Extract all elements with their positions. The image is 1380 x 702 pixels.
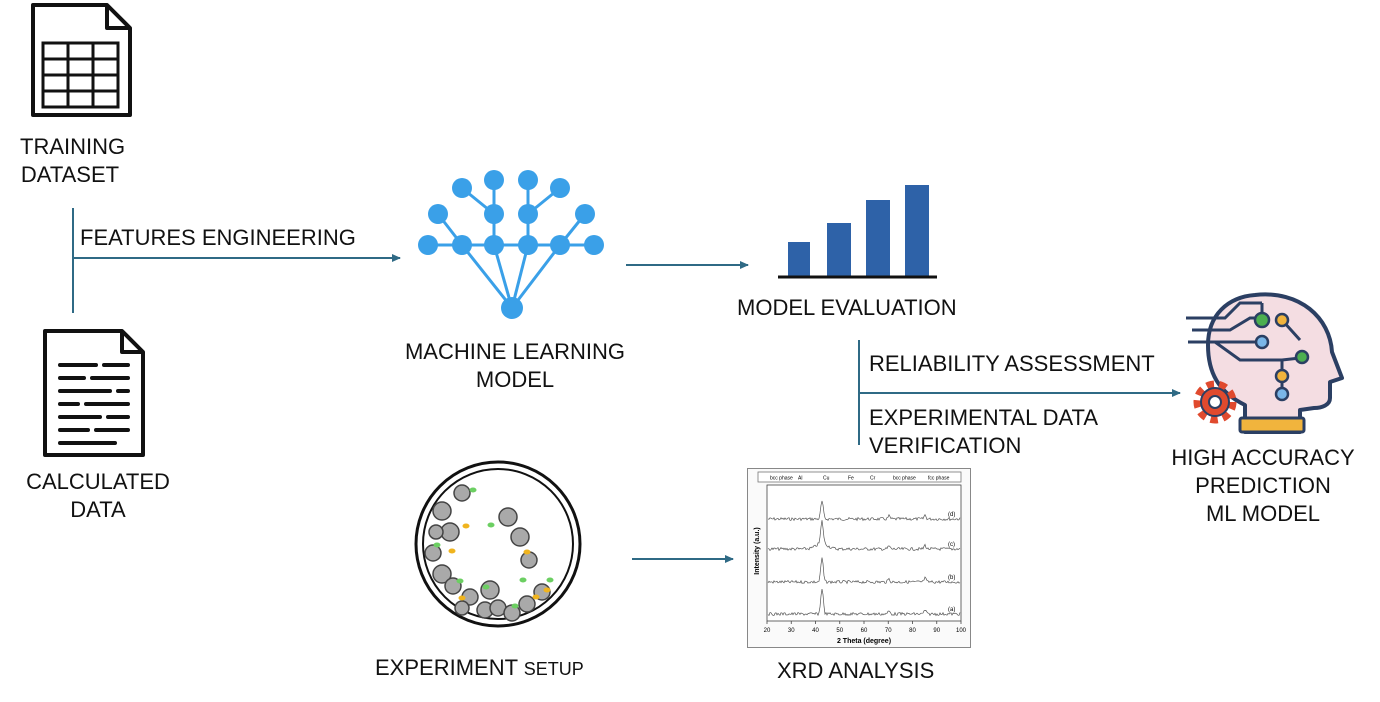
- xrd-legend-item: Cr: [870, 476, 876, 482]
- xrd-legend-item: Al: [798, 476, 802, 482]
- xrd-x-tick-label: 80: [909, 628, 916, 634]
- evaluation-to-prediction-connector: [858, 340, 1181, 445]
- experiment-setup-label: EXPERIMENT SETUP: [375, 654, 584, 683]
- xrd-x-tick-label: 90: [933, 628, 940, 634]
- xrd-x-tick-label: 50: [836, 628, 843, 634]
- training-dataset-line2: DATASET: [20, 162, 120, 187]
- xrd-trace-labels: (d) (c) (b) (a): [948, 512, 955, 613]
- xrd-trace-label: (a): [948, 607, 955, 613]
- ml-model-line1: MACHINE LEARNING: [404, 339, 626, 364]
- experimental-verification-label: EXPERIMENTAL DATA VERIFICATION: [869, 404, 1098, 460]
- xrd-x-tick-label: 100: [956, 628, 967, 634]
- calculated-data-line2: DATA: [70, 497, 126, 522]
- ml-model-label: MACHINE LEARNING MODEL: [380, 338, 650, 394]
- xrd-legend: bcc phase Al Cu Fe Cr bcc phase fcc phase: [770, 476, 950, 482]
- xrd-legend-item: Cu: [823, 476, 830, 482]
- model-evaluation-label: MODEL EVALUATION: [737, 295, 957, 320]
- xrd-legend-item: fcc phase: [928, 476, 950, 482]
- xrd-x-axis-label: 2 Theta (degree): [837, 638, 891, 645]
- prediction-label: HIGH ACCURACY PREDICTION ML MODEL: [1150, 444, 1376, 528]
- xrd-trace-label: (d): [948, 512, 955, 518]
- experimental-verification-line2: VERIFICATION: [869, 433, 1022, 458]
- xrd-trace-label: (b): [948, 575, 955, 581]
- xrd-x-tick-label: 40: [812, 628, 819, 634]
- xrd-plot-area: [766, 484, 962, 622]
- features-engineering-connector: [72, 208, 401, 313]
- xrd-legend-item: Fe: [848, 476, 854, 482]
- xrd-x-tick-label: 70: [885, 628, 892, 634]
- xrd-x-tick-label: 60: [861, 628, 868, 634]
- experiment-setup-small: SETUP: [523, 659, 584, 679]
- xrd-trace: [767, 520, 961, 552]
- document-icon: [43, 329, 145, 457]
- xrd-x-tick-label: 30: [788, 628, 795, 634]
- prediction-line2: PREDICTION: [1195, 473, 1331, 498]
- xrd-legend-box: [757, 471, 962, 483]
- calculated-data-label: CALCULATED DATA: [12, 468, 184, 524]
- training-dataset-line1: TRAINING: [20, 134, 126, 159]
- xrd-legend-item: bcc phase: [770, 476, 793, 482]
- training-dataset-label: TRAINING DATASET: [20, 133, 126, 189]
- gear-icon: [1193, 380, 1237, 424]
- xrd-traces: [767, 500, 961, 617]
- xrd-trace: [767, 589, 961, 617]
- prediction-line1: HIGH ACCURACY: [1171, 445, 1355, 470]
- experiment-setup-main: EXPERIMENT: [375, 655, 524, 680]
- xrd-trace-label: (c): [948, 542, 955, 548]
- prediction-line3: ML MODEL: [1205, 501, 1321, 526]
- bar-chart-icon: [778, 185, 937, 279]
- neural-network-icon: [418, 170, 604, 319]
- reliability-assessment-label: RELIABILITY ASSESSMENT: [869, 351, 1155, 376]
- xrd-analysis-label: XRD ANALYSIS: [777, 658, 935, 683]
- ai-head-icon: [1186, 292, 1344, 434]
- ml-model-line2: MODEL: [475, 367, 555, 392]
- xrd-trace: [767, 500, 961, 522]
- xrd-y-axis-label: Intensity (a.u.): [754, 527, 761, 574]
- xrd-trace: [767, 557, 961, 585]
- spreadsheet-icon: [31, 3, 132, 117]
- calculated-data-line1: CALCULATED: [26, 469, 170, 494]
- features-engineering-label: FEATURES ENGINEERING: [80, 225, 356, 250]
- xrd-x-ticks: 20 30 40 50 60 70 80 90 100: [764, 621, 967, 634]
- xrd-legend-item: bcc phase: [893, 476, 916, 482]
- experiment-dish-icon: [414, 460, 582, 628]
- experimental-verification-line1: EXPERIMENTAL DATA: [869, 405, 1099, 430]
- xrd-x-tick-label: 20: [764, 628, 771, 634]
